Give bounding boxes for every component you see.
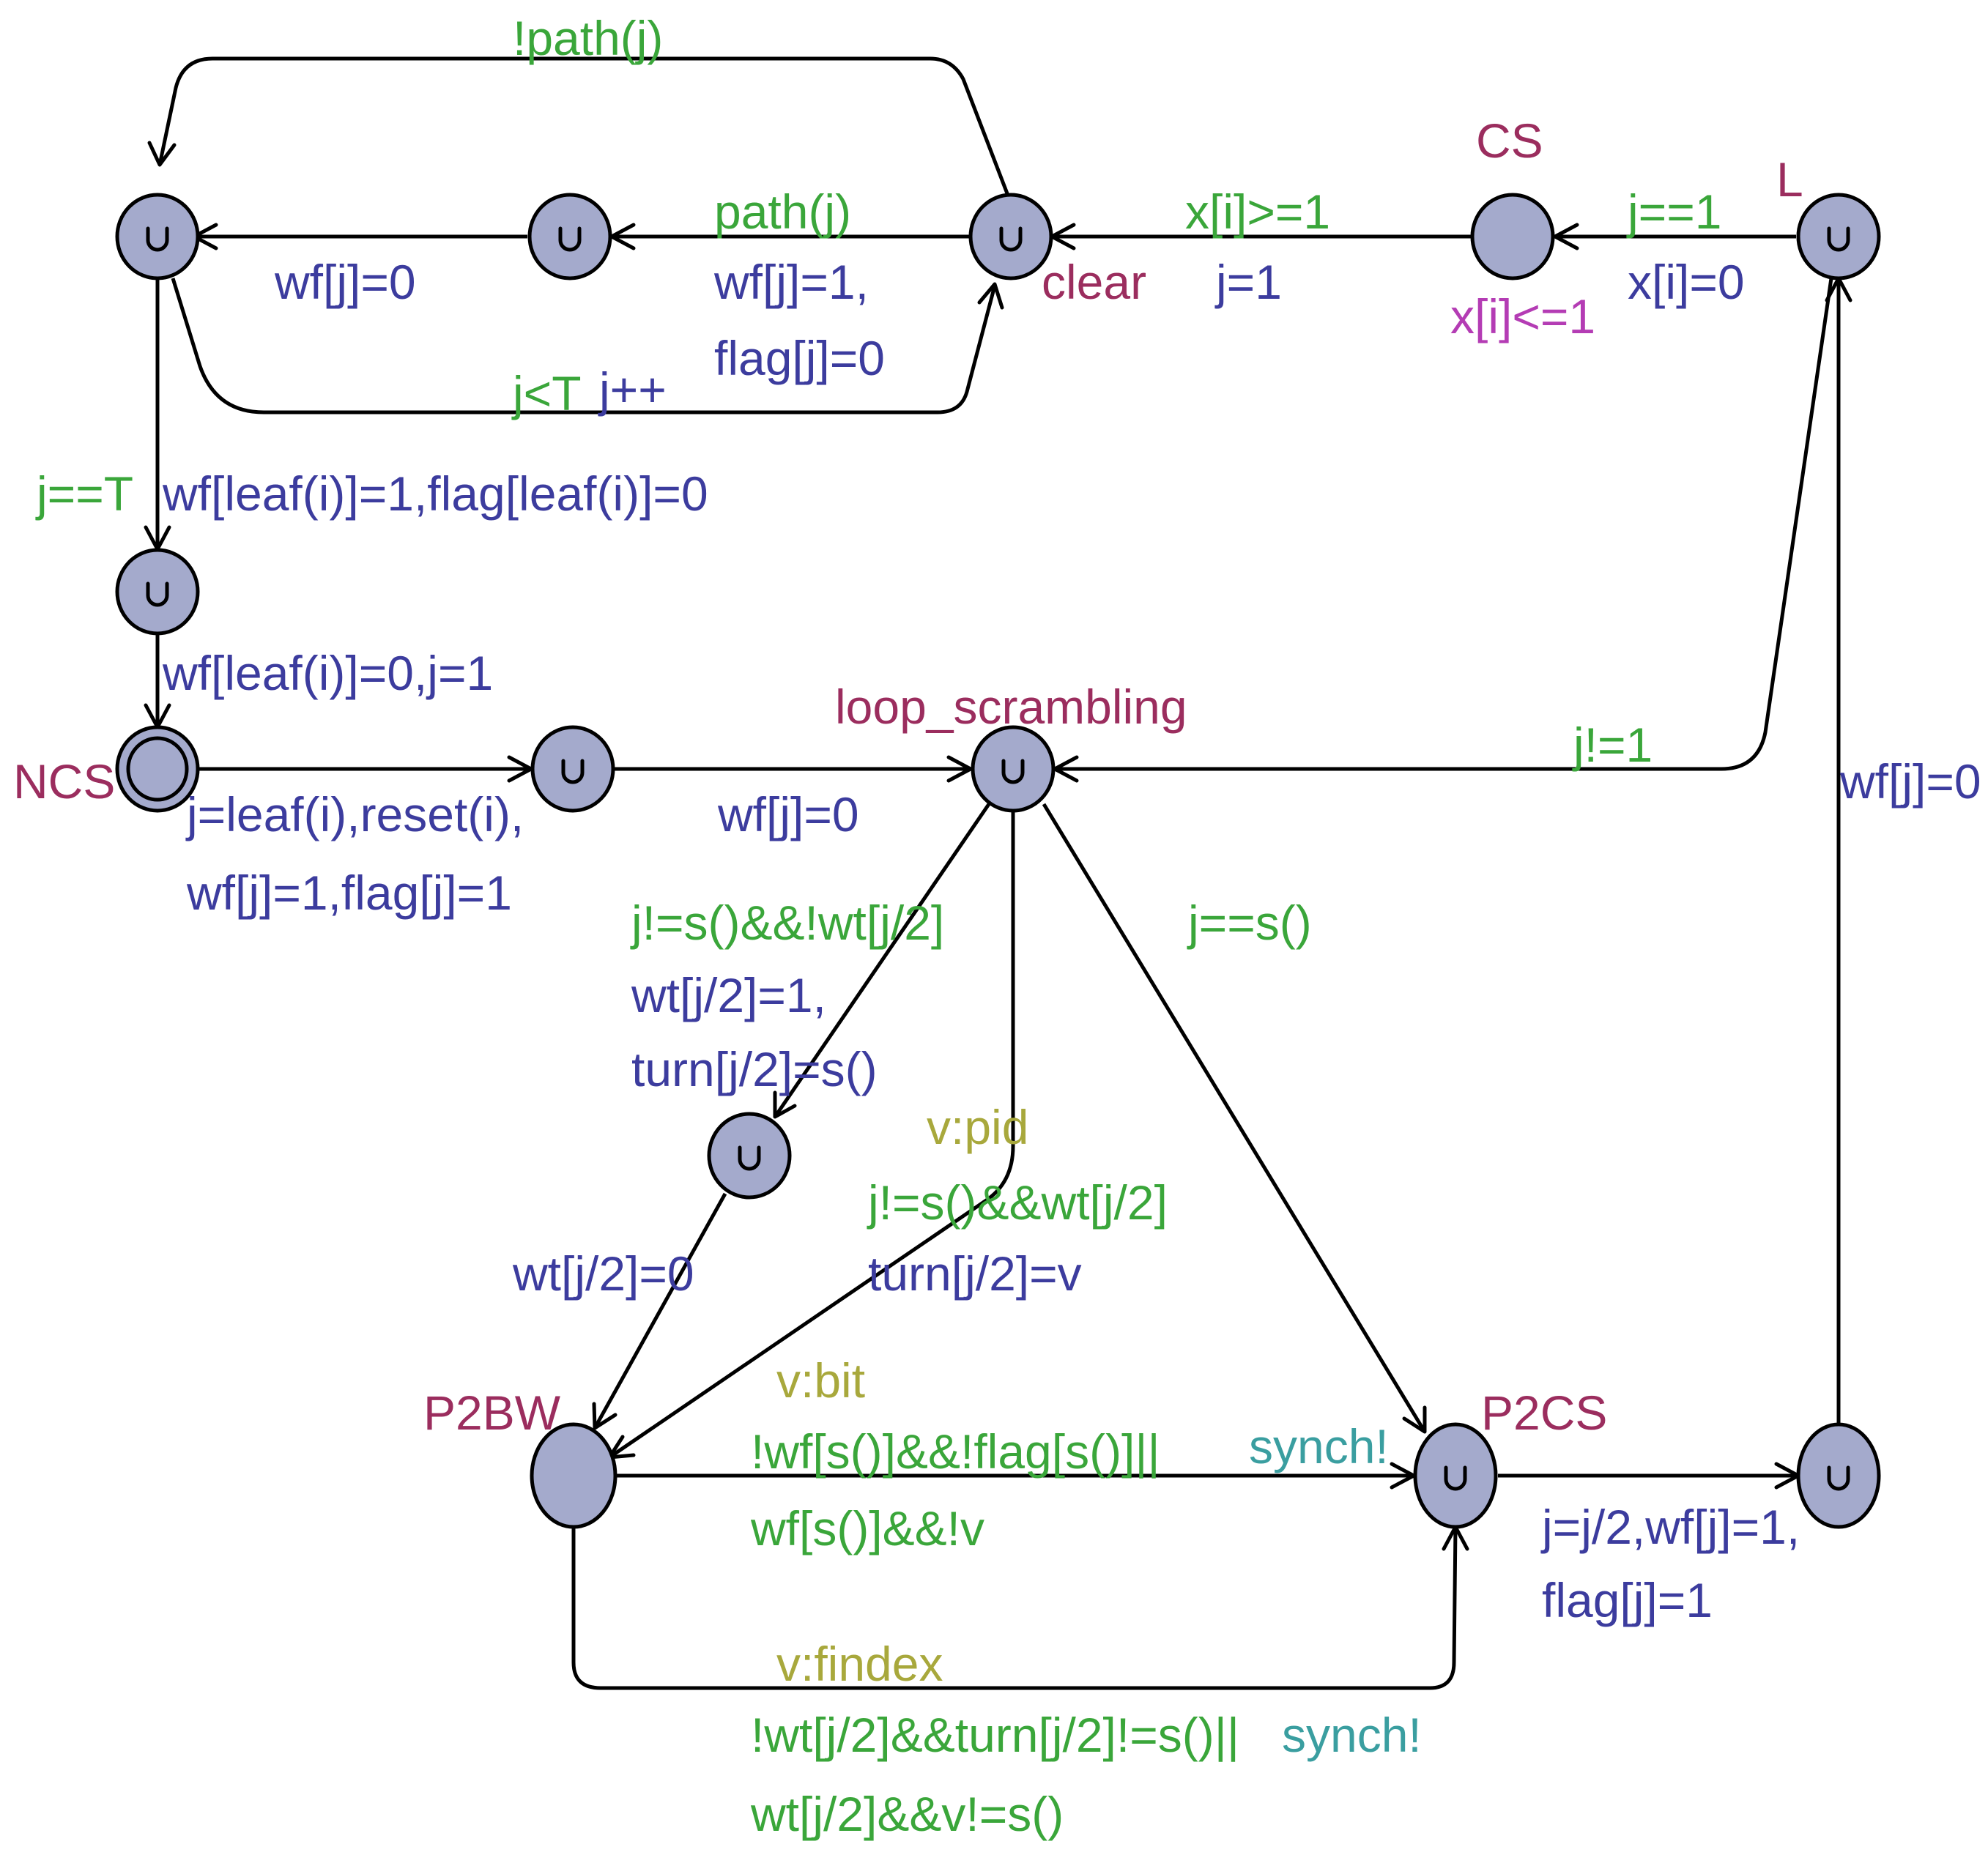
urgent-icon [1001, 759, 1025, 784]
arrowhead [592, 1402, 617, 1430]
guard-l-to-loop: j!=1 [1572, 718, 1653, 772]
update-ncs-out-2: wf[j]=1,flag[j]=1 [186, 866, 512, 920]
guard-top-left-down: j==T [35, 466, 133, 521]
select-p2bw-to-p2cs-findex: v:findex [776, 1637, 943, 1691]
location-names: CS x[i]<=1 L clear NCS loop_scrambling P… [13, 114, 1803, 1440]
urgent-icon [999, 226, 1023, 252]
select-p2bw-to-p2cs-bit: v:bit [776, 1353, 865, 1408]
guard-p2bw-to-p2cs-findex-1: !wt[j/2]&&turn[j/2]!=s()|| [751, 1708, 1239, 1762]
location-p2bw[interactable] [530, 1422, 617, 1529]
location-after-ncs[interactable] [530, 725, 615, 813]
location-mid-top[interactable] [527, 193, 612, 280]
guard-not-path: !path(j) [513, 11, 663, 65]
guard-loop-to-wait: j!=s()&&!wt[j/2] [630, 896, 944, 950]
guard-l-to-cs: j==1 [1626, 185, 1721, 239]
update-loop-j-lt-t: j++ [598, 363, 667, 417]
update-to-ncs: wf[leaf(i)]=0,j=1 [162, 646, 493, 700]
update-l-to-cs: x[i]=0 [1628, 255, 1745, 309]
edge-loop-to-p2cs [1042, 803, 1427, 1433]
edge-labels: !path(j) wf[j]=0 path(j) wf[j]=1, flag[j… [35, 11, 1981, 1841]
urgent-icon [1444, 1465, 1467, 1491]
update-loop-to-wait-1: wt[j/2]=1, [631, 968, 826, 1022]
edge-l-to-loop [1055, 278, 1833, 771]
guard-clear-to-mid: path(j) [714, 185, 851, 239]
location-below-top-left[interactable] [115, 548, 200, 636]
location-p2cs[interactable] [1413, 1422, 1498, 1529]
location-wait[interactable] [707, 1112, 792, 1200]
guard-p2bw-to-p2cs-bit-2: wf[s()]&&!v [750, 1501, 984, 1555]
edge-p2bw-to-p2cs-findex [571, 1526, 1458, 1690]
update-cs-to-clear: j=1 [1214, 255, 1282, 309]
urgent-icon [1827, 226, 1850, 252]
invariant-cs: x[i]<=1 [1450, 289, 1595, 343]
location-cs[interactable] [1470, 193, 1555, 280]
update-p2cs-out-1: j=j/2,wf[j]=1, [1540, 1500, 1800, 1554]
guard-cs-to-clear: x[i]>=1 [1185, 185, 1330, 239]
sync-p2bw-to-p2cs-bit: synch! [1249, 1419, 1389, 1473]
location-name-clear: clear [1042, 255, 1146, 309]
arrowhead [946, 755, 973, 783]
urgent-icon [1827, 1465, 1850, 1491]
location-top-left[interactable] [115, 193, 200, 280]
location-name-cs: CS [1476, 114, 1543, 168]
location-name-loop-scrambling: loop_scrambling [835, 680, 1187, 734]
edge-loop-to-p2bw [608, 811, 1015, 1460]
update-wait-to-p2bw: wt[j/2]=0 [512, 1246, 694, 1301]
arrowhead [147, 141, 177, 167]
urgent-icon [738, 1145, 761, 1171]
arrowhead [773, 1090, 797, 1119]
guard-loop-to-p2bw: j!=s()&&wt[j/2] [867, 1175, 1168, 1230]
sync-p2bw-to-p2cs-findex: synch! [1282, 1708, 1422, 1762]
update-top-left-down: wf[leaf(i)]=1,flag[leaf(i)]=0 [162, 466, 708, 521]
guard-p2bw-to-p2cs-findex-2: wt[j/2]&&v!=s() [750, 1787, 1064, 1841]
update-loop-to-wait-2: turn[j/2]=s() [631, 1042, 878, 1096]
arrowhead [977, 282, 1004, 310]
update-p2cs-out-2: flag[j]=1 [1542, 1573, 1713, 1627]
update-clear-to-mid-1: wf[j]=1, [713, 255, 869, 309]
location-ncs[interactable] [115, 725, 200, 813]
initial-marker-icon [126, 736, 189, 802]
select-loop-to-p2bw: v:pid [927, 1100, 1028, 1154]
urgent-icon [558, 226, 582, 252]
guard-p2bw-to-p2cs-bit-1: !wf[s()]&&!flag[s()]|| [751, 1424, 1160, 1479]
update-ncs-out-1: j=leaf(i),reset(i), [185, 787, 524, 841]
arrowhead [1553, 223, 1579, 250]
urgent-icon [146, 226, 169, 252]
update-loop-to-p2bw: turn[j/2]=v [868, 1246, 1082, 1301]
urgent-icon [561, 759, 585, 784]
edge-not-path [157, 56, 1012, 200]
edge-loop-to-wait [773, 803, 991, 1118]
location-clear[interactable] [968, 193, 1053, 280]
edge-wait-to-p2bw [593, 1192, 727, 1430]
location-bottom-right[interactable] [1796, 1422, 1881, 1529]
guard-loop-j-lt-t: j<T [511, 366, 582, 420]
location-l[interactable] [1796, 193, 1881, 280]
location-name-p2bw: P2BW [423, 1386, 561, 1440]
location-name-ncs: NCS [13, 754, 115, 808]
location-loop-scrambling[interactable] [971, 725, 1056, 813]
update-bottom-right-to-l: wf[j]=0 [1839, 754, 1981, 808]
update-to-loop: wf[j]=0 [717, 787, 859, 841]
urgent-icon [146, 581, 169, 607]
guard-loop-to-p2cs: j==s() [1187, 896, 1312, 950]
edges [144, 56, 1852, 1690]
edge-loop-j-lt-t [171, 278, 997, 415]
update-clear-to-mid-2: flag[j]=0 [714, 331, 885, 385]
location-name-l: L [1776, 152, 1803, 207]
locations [115, 193, 1881, 1529]
location-name-p2cs: P2CS [1481, 1386, 1607, 1440]
update-mid-to-top-left: wf[j]=0 [274, 255, 416, 309]
arrowhead [1402, 1405, 1427, 1434]
